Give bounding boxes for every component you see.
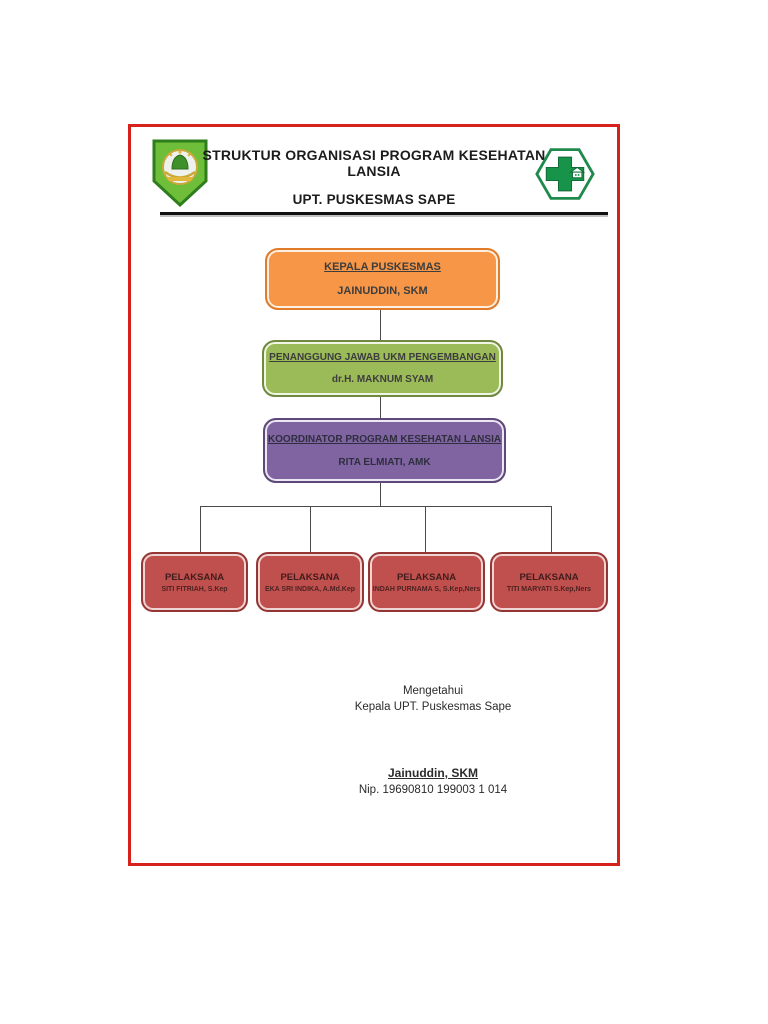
koordinator-name: RITA ELMIATI, AMK bbox=[338, 456, 431, 468]
connector-branch-bar bbox=[200, 506, 552, 507]
signature-line-1: Mengetahui bbox=[402, 685, 464, 697]
pelaksana-3-name: INDAH PURNAMA S, S.Kep,Ners bbox=[372, 585, 481, 593]
header-divider-line bbox=[160, 212, 608, 215]
pelaksana-1-title: PELAKSANA bbox=[164, 571, 225, 583]
signature-block: Mengetahui Kepala UPT. Puskesmas Sape Ja… bbox=[323, 683, 543, 798]
page-title: STRUKTUR ORGANISASI PROGRAM KESEHATAN LA… bbox=[191, 147, 557, 207]
red-page-frame: STRUKTUR ORGANISASI PROGRAM KESEHATAN LA… bbox=[128, 124, 620, 866]
signature-name: Jainuddin, SKM bbox=[388, 766, 478, 780]
title-line-2: UPT. PUSKESMAS SAPE bbox=[292, 192, 456, 207]
connector-koordinator-stem bbox=[380, 483, 381, 506]
pelaksana-2-name: EKA SRI INDIKA, A.Md.Kep bbox=[264, 585, 356, 593]
pelaksana-4-title: PELAKSANA bbox=[519, 571, 579, 583]
penanggung-jawab-name: dr.H. MAKNUM SYAM bbox=[331, 374, 434, 385]
connector-drop-4 bbox=[551, 506, 552, 552]
org-node-pelaksana-2: PELAKSANA EKA SRI INDIKA, A.Md.Kep bbox=[256, 552, 364, 612]
org-node-pelaksana-4: PELAKSANA TITI MARYATI S.Kep,Ners bbox=[490, 552, 608, 612]
org-node-penanggung-jawab: PENANGGUNG JAWAB UKM PENGEMBANGAN dr.H. … bbox=[262, 340, 503, 397]
document-header: STRUKTUR ORGANISASI PROGRAM KESEHATAN LA… bbox=[131, 127, 617, 217]
penanggung-jawab-title: PENANGGUNG JAWAB UKM PENGEMBANGAN bbox=[269, 352, 496, 363]
org-node-pelaksana-1: PELAKSANA SITI FITRIAH, S.Kep bbox=[141, 552, 248, 612]
kepala-title: KEPALA PUSKESMAS bbox=[324, 261, 441, 273]
koordinator-title: KOORDINATOR PROGRAM KESEHATAN LANSIA bbox=[267, 433, 502, 445]
signature-nip: Nip. 19690810 199003 1 014 bbox=[358, 784, 508, 796]
pelaksana-3-title: PELAKSANA bbox=[396, 571, 457, 583]
connector-drop-1 bbox=[200, 506, 201, 552]
connector-drop-3 bbox=[425, 506, 426, 552]
title-line-1: STRUKTUR ORGANISASI PROGRAM KESEHATAN LA… bbox=[202, 147, 546, 179]
org-node-pelaksana-3: PELAKSANA INDAH PURNAMA S, S.Kep,Ners bbox=[368, 552, 485, 612]
connector-kepala-pj bbox=[380, 310, 381, 340]
kepala-name: JAINUDDIN, SKM bbox=[337, 285, 428, 297]
connector-drop-2 bbox=[310, 506, 311, 552]
pelaksana-1-name: SITI FITRIAH, S.Kep bbox=[161, 585, 228, 593]
org-node-koordinator: KOORDINATOR PROGRAM KESEHATAN LANSIA RIT… bbox=[263, 418, 506, 483]
pelaksana-2-title: PELAKSANA bbox=[280, 571, 340, 583]
pelaksana-4-name: TITI MARYATI S.Kep,Ners bbox=[506, 585, 592, 593]
puskesmas-cross-icon bbox=[535, 148, 595, 200]
connector-pj-koordinator bbox=[380, 397, 381, 418]
signature-line-2: Kepala UPT. Puskesmas Sape bbox=[354, 701, 512, 713]
regency-crest-icon bbox=[152, 139, 208, 207]
org-node-kepala-puskesmas: KEPALA PUSKESMAS JAINUDDIN, SKM bbox=[265, 248, 500, 310]
